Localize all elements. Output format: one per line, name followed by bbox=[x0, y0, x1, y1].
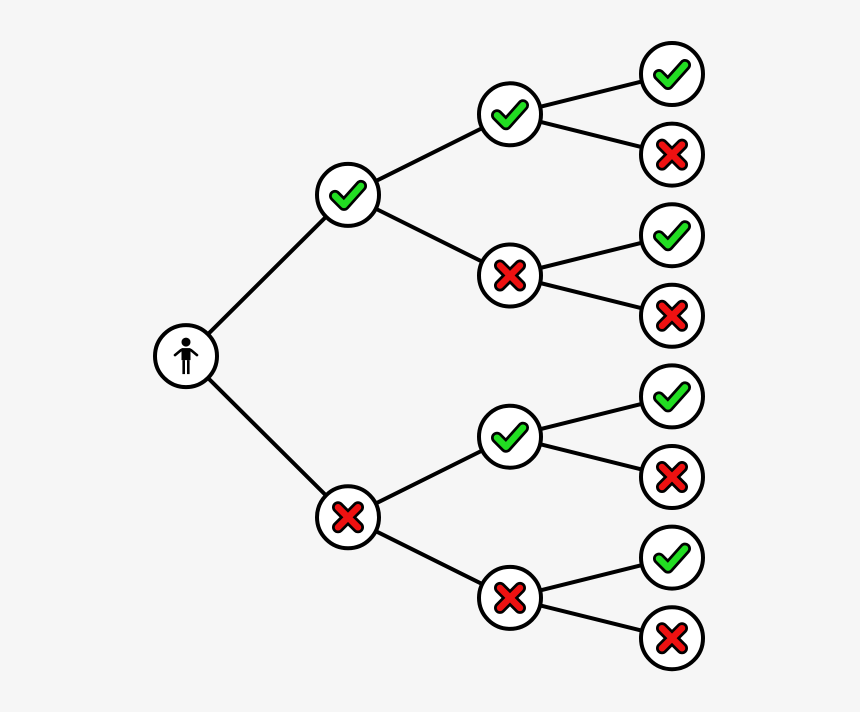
node-cross-112 bbox=[639, 121, 705, 188]
node-check-111 bbox=[639, 41, 705, 107]
cross-icon bbox=[656, 299, 688, 332]
node-cross-2 bbox=[315, 484, 381, 551]
checkmark-icon bbox=[329, 179, 367, 211]
node-check-11 bbox=[477, 81, 543, 148]
checkmark-icon bbox=[491, 421, 529, 453]
tree-edge bbox=[184, 192, 350, 359]
cross-icon bbox=[494, 259, 526, 292]
cross-icon bbox=[656, 461, 688, 493]
cross-icon bbox=[656, 138, 688, 171]
cross-icon bbox=[332, 501, 364, 534]
checkmark-icon bbox=[653, 220, 691, 252]
node-cross-122 bbox=[639, 282, 705, 349]
node-cross-22 bbox=[477, 564, 543, 631]
tree-nodes bbox=[153, 41, 705, 672]
node-cross-212 bbox=[639, 444, 705, 510]
node-check-121 bbox=[639, 202, 705, 269]
checkmark-icon bbox=[491, 99, 529, 131]
person-icon bbox=[173, 337, 199, 375]
node-cross-222 bbox=[639, 605, 705, 672]
cross-icon bbox=[656, 622, 688, 655]
tree-edge bbox=[184, 354, 350, 520]
checkmark-icon bbox=[653, 381, 691, 413]
node-check-211 bbox=[639, 363, 705, 430]
checkmark-icon bbox=[653, 59, 691, 90]
cross-icon bbox=[494, 581, 526, 614]
tree-edges bbox=[184, 72, 674, 641]
node-check-21 bbox=[477, 403, 543, 470]
node-cross-12 bbox=[477, 242, 543, 309]
checkmark-icon bbox=[653, 542, 691, 574]
root-node bbox=[153, 323, 219, 390]
node-check-1 bbox=[315, 161, 381, 228]
node-check-221 bbox=[639, 524, 705, 591]
